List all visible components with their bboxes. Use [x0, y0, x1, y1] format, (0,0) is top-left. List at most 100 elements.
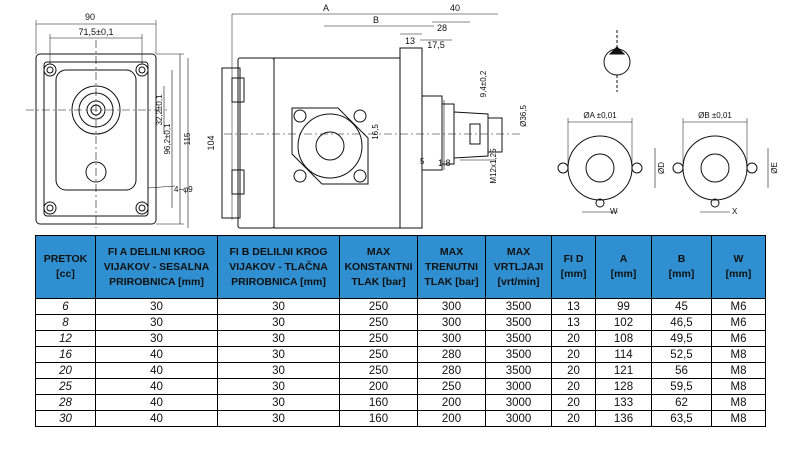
- column-header: FI D[mm]: [551, 235, 596, 299]
- table-cell: 28: [35, 394, 96, 411]
- table-cell: 3500: [485, 362, 552, 379]
- dim-96: 96,2±0,1: [163, 123, 172, 155]
- table-cell: 200: [417, 410, 486, 427]
- port-a-title: ØA ±0,01: [583, 111, 617, 120]
- table-cell: 46,5: [651, 314, 712, 331]
- column-header: B[mm]: [651, 235, 712, 299]
- table-cell: 40: [95, 362, 218, 379]
- table-cell: 20: [551, 362, 596, 379]
- column-header: PRETOK[cc]: [35, 235, 96, 299]
- table-cell: 40: [95, 346, 218, 363]
- dim-4phi9: 4−φ9: [174, 185, 193, 194]
- table-cell: 30: [217, 346, 340, 363]
- table-cell: 250: [339, 346, 418, 363]
- table-cell: M6: [711, 330, 766, 347]
- dim-5: 5: [420, 157, 425, 166]
- dim-thread: M12x1,25: [489, 148, 498, 184]
- table-cell: 114: [595, 346, 652, 363]
- port-b-drawing: [672, 118, 769, 213]
- column-header-line: FI B DELILNI KROG: [229, 245, 328, 258]
- column-header-line: [mm]: [725, 268, 752, 280]
- table-cell: 30: [217, 362, 340, 379]
- table-cell: 20: [551, 330, 596, 347]
- table-cell: 128: [595, 378, 652, 395]
- column-header-line: [mm]: [610, 268, 637, 280]
- table-cell: 99: [595, 298, 652, 315]
- column-header-line: [mm]: [668, 268, 695, 280]
- column-header-line: TLAK [bar]: [351, 275, 406, 288]
- column-header-line: VRTLJAJI: [493, 260, 544, 273]
- table-cell: M8: [711, 362, 766, 379]
- table-cell: M6: [711, 314, 766, 331]
- spec-table-wrap: PRETOK[cc] FI A DELILNI KROG VIJAKOV - SES…: [35, 235, 766, 427]
- column-header-line: MAX: [506, 245, 531, 258]
- table-cell: 30: [217, 330, 340, 347]
- table-cell: 8: [35, 314, 96, 331]
- dim-taper: 1:8: [438, 158, 451, 168]
- dim-b: B: [373, 15, 379, 25]
- column-header-line: FI D: [563, 253, 584, 265]
- dim-28: 28: [437, 23, 447, 33]
- column-header-line: A: [619, 253, 628, 265]
- technical-drawing: 90 71,5±0,1 32,2±0,1 96,2±0,1 115 4−φ9 1…: [26, 3, 779, 229]
- dim-40: 40: [450, 3, 460, 13]
- table-cell: 40: [95, 410, 218, 427]
- table-cell: 30: [35, 410, 96, 427]
- table-header-row: PRETOK[cc] FI A DELILNI KROG VIJAKOV - SES…: [35, 235, 766, 299]
- port-b-title: ØB ±0,01: [698, 111, 732, 120]
- table-cell: 250: [339, 298, 418, 315]
- table-cell: 63,5: [651, 410, 712, 427]
- spec-table: PRETOK[cc] FI A DELILNI KROG VIJAKOV - SES…: [35, 235, 766, 427]
- port-a-drawing: [557, 118, 656, 213]
- dim-104: 104: [206, 135, 216, 150]
- port-b-x-label: X: [732, 207, 738, 216]
- table-cell: 45: [651, 298, 712, 315]
- column-header-line: VIJAKOV - SESALNA: [103, 260, 210, 273]
- column-header-line: PRIROBNICA [mm]: [109, 275, 204, 288]
- table-cell: 3500: [485, 330, 552, 347]
- port-b-e-label: ØE: [770, 162, 779, 174]
- dim-90: 90: [85, 12, 95, 22]
- table-cell: M8: [711, 346, 766, 363]
- column-header-line: PRIROBNICA [mm]: [231, 275, 326, 288]
- column-header: W[mm]: [711, 235, 766, 299]
- table-cell: 13: [551, 298, 596, 315]
- table-cell: 30: [95, 298, 218, 315]
- table-cell: 25: [35, 378, 96, 395]
- table-cell: M8: [711, 378, 766, 395]
- table-cell: 250: [339, 314, 418, 331]
- table-cell: 280: [417, 362, 486, 379]
- column-header-line: TRENUTNI: [424, 260, 479, 273]
- column-header-line: TLAK [bar]: [424, 275, 479, 288]
- dim-32: 32,2±0,1: [155, 94, 164, 126]
- table-cell: M8: [711, 410, 766, 427]
- table-cell: 300: [417, 298, 486, 315]
- table-cell: 20: [551, 378, 596, 395]
- table-cell: 30: [95, 330, 218, 347]
- table-cell: 250: [339, 330, 418, 347]
- table-cell: 30: [217, 394, 340, 411]
- table-cell: 30: [95, 314, 218, 331]
- table-cell: 40: [95, 378, 218, 395]
- table-cell: 16: [35, 346, 96, 363]
- table-cell: 13: [551, 314, 596, 331]
- column-header: A [mm]: [595, 235, 652, 299]
- table-cell: M6: [711, 298, 766, 315]
- dim-115: 115: [183, 132, 192, 145]
- column-header-line: FI A DELILNI KROG: [107, 245, 206, 258]
- table-cell: 200: [339, 378, 418, 395]
- table-cell: 3500: [485, 298, 552, 315]
- table-cell: 30: [217, 314, 340, 331]
- table-cell: 59,5: [651, 378, 712, 395]
- side-view: [187, 13, 520, 229]
- table-cell: 40: [95, 394, 218, 411]
- table-cell: 102: [595, 314, 652, 331]
